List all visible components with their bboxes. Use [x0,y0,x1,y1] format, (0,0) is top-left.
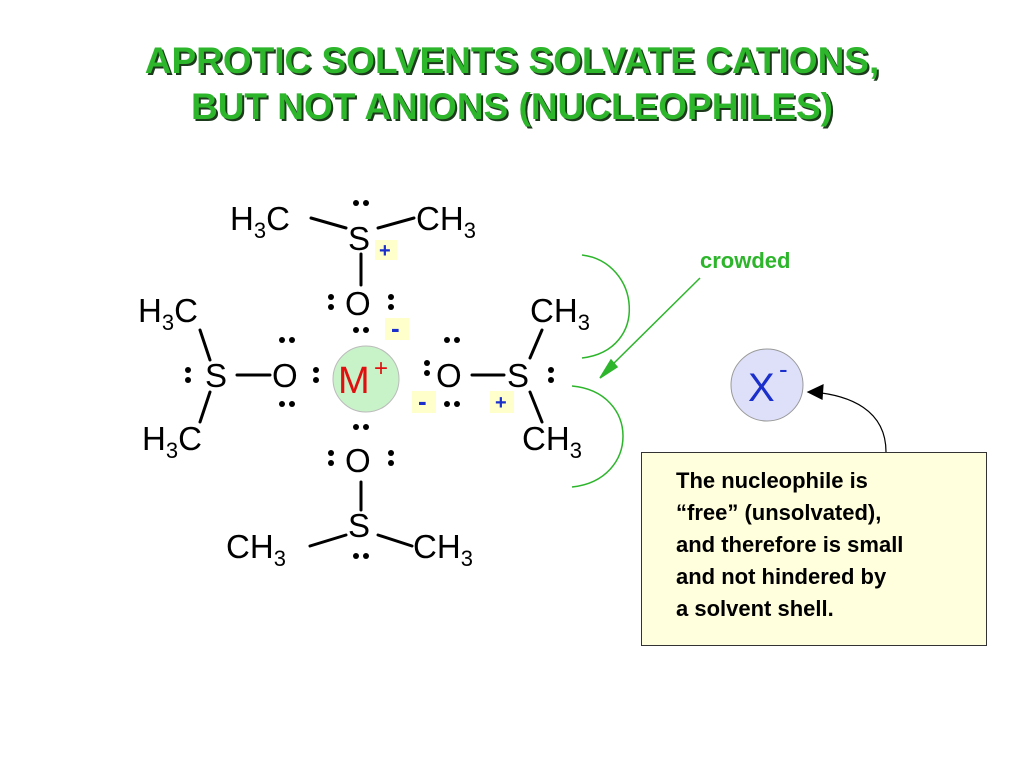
lone-pair-dot [279,401,285,407]
bond-bottom-s-c-right [376,533,414,548]
right-top-methyl: CH3 [530,292,590,335]
lone-pair-dot [388,450,394,456]
lone-pair-dot [388,460,394,466]
lone-pairs [185,200,554,559]
lone-pair-dot [328,460,334,466]
crowded-arc-bottom [571,385,624,488]
lone-pair-dot [444,337,450,343]
anion-pointer-curve [811,391,887,453]
lone-pair-dot [363,553,369,559]
bottom-left-methyl: CH3 [226,528,286,571]
title-line-1: APROTIC SOLVENTS SOLVATE CATIONS, [144,40,880,81]
left-bottom-methyl: H3C [142,420,202,463]
metal-charge: + [374,355,388,382]
left-sulfur: S [205,357,227,394]
top-left-methyl: H3C [230,200,290,243]
bonds [198,216,544,548]
nucleophile-note: The nucleophile is “free” (unsolvated), … [641,452,987,646]
charge-right-o: - [418,386,427,416]
lone-pair-dot [454,401,460,407]
lone-pair-dot [289,337,295,343]
bottom-right-methyl: CH3 [413,528,473,571]
bond-left-s-c-bottom [198,390,212,424]
bottom-oxygen: O [345,442,371,479]
left-oxygen: O [272,357,298,394]
lone-pair-dot [548,367,554,373]
top-oxygen: O [345,285,371,322]
note-line: and not hindered by [676,564,887,589]
title-line-2: BUT NOT ANIONS (NUCLEOPHILES) [190,86,833,127]
anion-pointer [806,384,887,453]
charge-box-right-s [490,391,514,413]
lone-pair-dot [279,337,285,343]
lone-pair-dot [353,200,359,206]
lone-pair-dot [548,377,554,383]
top-sulfur: S [348,220,370,257]
bond-top-s-c-right [376,216,416,230]
charge-top-s: + [379,240,391,262]
lone-pair-dot [363,424,369,430]
bottom-sulfur: S [348,507,370,544]
charge-top-o: - [391,313,400,343]
bond-left-s-c-top [198,328,212,362]
lone-pair-dot [454,337,460,343]
lone-pair-dot [328,304,334,310]
charge-box-top-o [385,318,409,340]
anion-charge: - [779,354,788,384]
lone-pair-dot [388,294,394,300]
bond-right-s-c-top [528,328,544,360]
metal-cation-circle [332,345,400,413]
lone-pair-dot [388,304,394,310]
anion-pointer-head [806,384,824,400]
lone-pair-dot [424,370,430,376]
crowding-brackets [571,254,701,488]
slide-title: APROTIC SOLVENTS SOLVATE CATIONS, BUT NO… [0,38,1024,130]
charge-box-top-s [375,240,397,260]
lone-pair-dot [353,424,359,430]
lone-pair-dot [185,377,191,383]
note-line: The nucleophile is [676,468,868,493]
note-line: “free” (unsolvated), [676,500,882,525]
lone-pair-dot [289,401,295,407]
lone-pair-dot [353,327,359,333]
lone-pair-dot [363,327,369,333]
formal-charges: + - - + [375,240,514,416]
crowded-arc-top [581,254,631,359]
lone-pair-dot [353,553,359,559]
bond-top-s-c-left [309,216,348,230]
crowded-arrow-line [606,277,701,371]
right-bottom-methyl: CH3 [522,420,582,463]
lone-pair-dot [185,367,191,373]
lone-pair-dot [313,377,319,383]
lone-pair-dot [424,360,430,366]
lone-pair-dot [444,401,450,407]
lone-pair-dot [363,200,369,206]
lone-pair-dot [328,294,334,300]
crowded-arrow-head [599,358,619,379]
atom-labels: H3C S CH3 O H3C S O H3C O S CH3 CH3 O S … [138,200,590,571]
right-sulfur: S [507,357,529,394]
lone-pair-dot [313,367,319,373]
top-right-methyl: CH3 [416,200,476,243]
bond-bottom-s-c-left [308,533,348,548]
anion-circle [730,348,804,422]
note-line: and therefore is small [676,532,904,557]
charge-box-right-o [412,391,436,413]
bond-right-s-c-bottom [528,390,544,424]
anion-symbol: X [748,366,775,410]
note-line: a solvent shell. [676,596,834,621]
metal-symbol: M [338,360,370,402]
lone-pair-dot [328,450,334,456]
charge-right-s: + [495,392,507,414]
right-oxygen: O [436,357,462,394]
left-top-methyl: H3C [138,292,198,335]
crowded-label: crowded [700,248,791,273]
